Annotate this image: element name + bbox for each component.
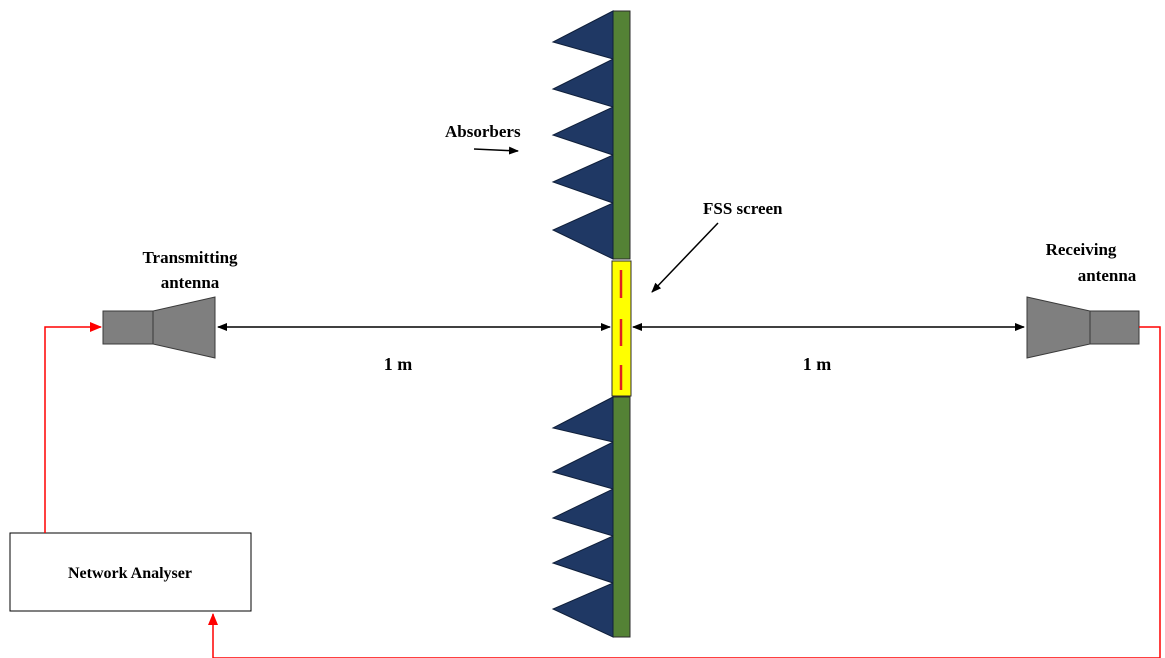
rx-cable <box>208 326 1161 658</box>
absorber-tooth <box>551 441 614 490</box>
fss-screen-label: FSS screen <box>703 199 783 218</box>
absorber-tooth <box>551 106 614 156</box>
network-analyser-box <box>9 532 252 612</box>
rx-feed <box>1089 310 1140 345</box>
absorber-tooth <box>551 10 614 60</box>
fss-screen <box>611 260 632 397</box>
absorbers-pointer-arrow <box>473 146 519 155</box>
absorber-tooth <box>551 154 614 204</box>
upper-wall <box>612 10 631 260</box>
tx-cable <box>44 322 102 533</box>
rx-label-line2: antenna <box>1078 266 1137 285</box>
tx-label-line1: Transmitting <box>142 248 238 267</box>
distance-left-label: 1 m <box>384 354 413 374</box>
transmitting-antenna <box>102 296 216 359</box>
tx-label-line2: antenna <box>161 273 220 292</box>
receiving-antenna <box>1026 296 1140 359</box>
absorbers-label: Absorbers <box>445 122 521 141</box>
absorber-tooth <box>551 396 614 443</box>
upper-absorber-group <box>551 10 631 260</box>
absorber-tooth <box>551 535 614 584</box>
network-analyser-label: Network Analyser <box>68 565 192 582</box>
absorber-tooth <box>551 202 614 260</box>
distance-right-label: 1 m <box>803 354 832 374</box>
tx-feed <box>102 310 154 345</box>
lower-absorber-group <box>551 396 631 638</box>
absorber-tooth <box>551 582 614 638</box>
rx-label-line1: Receiving <box>1046 240 1117 259</box>
lower-wall <box>612 396 631 638</box>
absorber-tooth <box>551 488 614 537</box>
tx-horn <box>152 296 216 359</box>
fss-pointer-arrow <box>651 222 719 293</box>
absorber-tooth <box>551 58 614 108</box>
rx-horn <box>1026 296 1091 359</box>
